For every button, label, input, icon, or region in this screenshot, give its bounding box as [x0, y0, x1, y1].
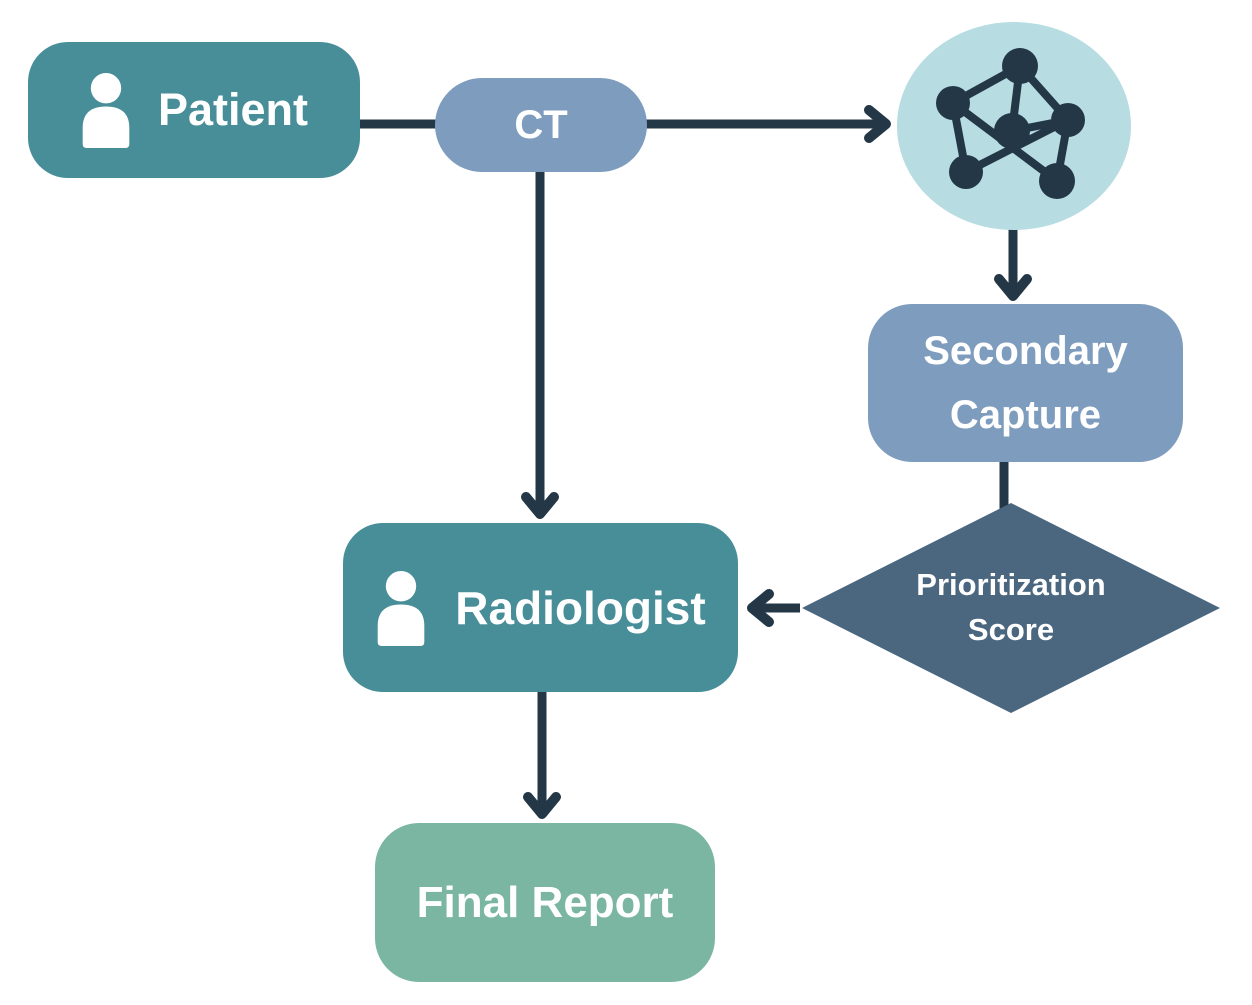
node-prioritization-score: Prioritization Score — [802, 503, 1220, 713]
node-final-report-label: Final Report — [416, 877, 674, 927]
node-ai-model — [897, 22, 1131, 230]
neural-network-icon — [936, 48, 1085, 199]
node-ct: CT — [435, 78, 647, 172]
node-radiologist-label: Radiologist — [455, 581, 706, 634]
node-radiologist: Radiologist — [343, 523, 738, 692]
node-secondary-capture-label: Secondary Capture — [923, 329, 1128, 437]
node-secondary-capture: Secondary Capture — [868, 304, 1183, 462]
node-final-report: Final Report — [375, 823, 715, 982]
node-prioritization-score-label: Prioritization Score — [916, 567, 1106, 647]
node-patient: Patient — [28, 42, 360, 178]
node-patient-label: Patient — [157, 84, 309, 135]
person-icon — [82, 73, 130, 148]
node-ct-label: CT — [514, 102, 568, 147]
person-icon — [377, 570, 425, 646]
